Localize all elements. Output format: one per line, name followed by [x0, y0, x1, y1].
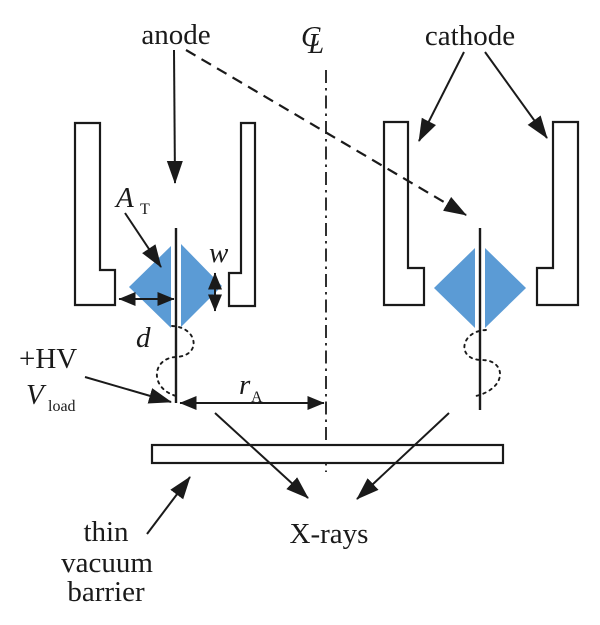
vacuum-barrier-label-line3: barrier: [67, 576, 145, 608]
cathode-pointer-arrow-right: [484, 51, 548, 139]
left-plasma-plume-dotted: [155, 325, 195, 397]
centerline-symbol: C L: [301, 21, 324, 60]
left-assembly-right-cathode-bracket: [227, 121, 257, 308]
anode-dashed-pointer-arrow: [185, 49, 467, 216]
hv-pointer-arrow: [84, 376, 172, 404]
vacuum-barrier-label-line2: vacuum: [61, 547, 153, 579]
vacuum-barrier-label-line1: thin: [83, 516, 129, 548]
left-assembly-left-cathode-bracket: [73, 121, 117, 307]
r-a-label-sub: A: [251, 389, 263, 406]
a-t-label-base: A: [114, 182, 134, 214]
barrier-pointer-arrow: [146, 476, 191, 535]
cathode-label: cathode: [425, 20, 515, 52]
a-t-pointer-arrow: [124, 212, 162, 268]
x-rays-label: X-rays: [290, 518, 369, 550]
right-assembly-right-cathode-bracket: [535, 120, 580, 307]
thin-vacuum-barrier: [150, 443, 505, 465]
left-anode-tip-left-half: [129, 246, 171, 328]
w-label: w: [209, 237, 229, 269]
cathode-pointer-arrow-left: [418, 51, 465, 142]
r-a-label: r A: [239, 369, 263, 406]
xray-arrow-left: [214, 412, 309, 499]
v-load-label-sub: load: [48, 398, 76, 415]
anode-pointer-arrow: [166, 49, 183, 184]
left-anode-tip-right-half: [181, 244, 222, 327]
a-t-label: A T: [114, 182, 150, 218]
right-assembly-left-cathode-bracket: [382, 120, 426, 307]
centerline-symbol-c: C: [301, 21, 321, 53]
d-label: d: [136, 322, 151, 354]
right-anode-tip-right-half: [485, 248, 526, 328]
right-anode-tip-left-half: [434, 248, 475, 328]
vacuum-barrier-label: thin vacuum barrier: [61, 516, 153, 608]
plus-hv-label: +HV: [19, 343, 77, 375]
v-load-label-base: V: [26, 379, 47, 411]
r-a-label-base: r: [239, 369, 251, 401]
right-plasma-plume-dotted: [463, 329, 501, 397]
xray-arrow-right: [356, 412, 450, 500]
centerline-symbol-l: L: [307, 28, 324, 60]
anode-label: anode: [141, 19, 210, 51]
a-t-label-sub: T: [140, 201, 150, 218]
hv-label: +HV V load: [19, 343, 77, 415]
